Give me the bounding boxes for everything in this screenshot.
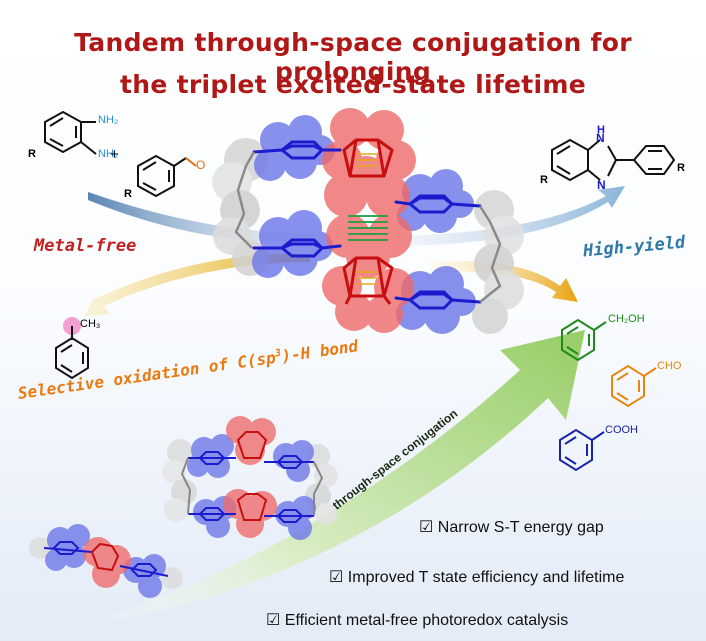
- r-group-label-2: R: [124, 188, 132, 200]
- checklist-text-2: Improved T state efficiency and lifetime: [347, 569, 625, 586]
- macrocycle-small: [162, 416, 338, 540]
- h-label: H: [597, 124, 605, 136]
- ch3-label: CH₃: [80, 318, 101, 330]
- check-icon: ☑: [419, 519, 434, 536]
- aldehyde-o-label: O: [196, 158, 206, 172]
- checklist-item-3: ☑ Efficient metal-free photoredox cataly…: [266, 610, 568, 630]
- cho-label: CHO: [657, 360, 682, 372]
- through-space-arrow: [60, 330, 585, 630]
- monomer-unit: [29, 524, 183, 598]
- benzoic-acid: [559, 428, 605, 472]
- cooh-label: COOH: [605, 424, 638, 436]
- oxidation-arrow-right: [430, 261, 578, 302]
- title-line-1: Tandem through-space conjugation for pro…: [74, 28, 632, 86]
- checklist-item-1: ☑ Narrow S-T energy gap: [419, 517, 604, 537]
- r-group-label: R: [28, 148, 36, 160]
- check-icon: ☑: [329, 569, 344, 586]
- n-bottom-label: N: [597, 178, 606, 192]
- plus-sign: +: [110, 146, 119, 163]
- title-line-2: the triplet excited-state lifetime: [120, 70, 586, 99]
- check-icon: ☑: [266, 612, 281, 629]
- checklist-text-1: Narrow S-T energy gap: [437, 519, 604, 536]
- r-group-label-3: R: [540, 174, 548, 186]
- o-phenylenediamine: [44, 110, 97, 155]
- toluene: [55, 317, 89, 380]
- nh2-top-label: NH₂: [98, 114, 119, 126]
- benzaldehyde-reactant: [137, 154, 197, 198]
- metal-free-label: Metal-free: [34, 236, 137, 256]
- r-group-label-4: R: [677, 162, 685, 174]
- nh2-bottom-label: NH₂: [98, 148, 119, 160]
- benzimidazole-product: [551, 138, 676, 182]
- macrocycle-main: [212, 108, 524, 334]
- checklist-text-3: Efficient metal-free photoredox catalysi…: [284, 612, 569, 629]
- n-top-label: N: [596, 131, 605, 145]
- ch2oh-label: CH₂OH: [608, 313, 645, 325]
- checklist-item-2: ☑ Improved T state efficiency and lifeti…: [329, 567, 624, 587]
- benzyl-alcohol: [561, 318, 607, 362]
- benzaldehyde-product: [611, 364, 657, 408]
